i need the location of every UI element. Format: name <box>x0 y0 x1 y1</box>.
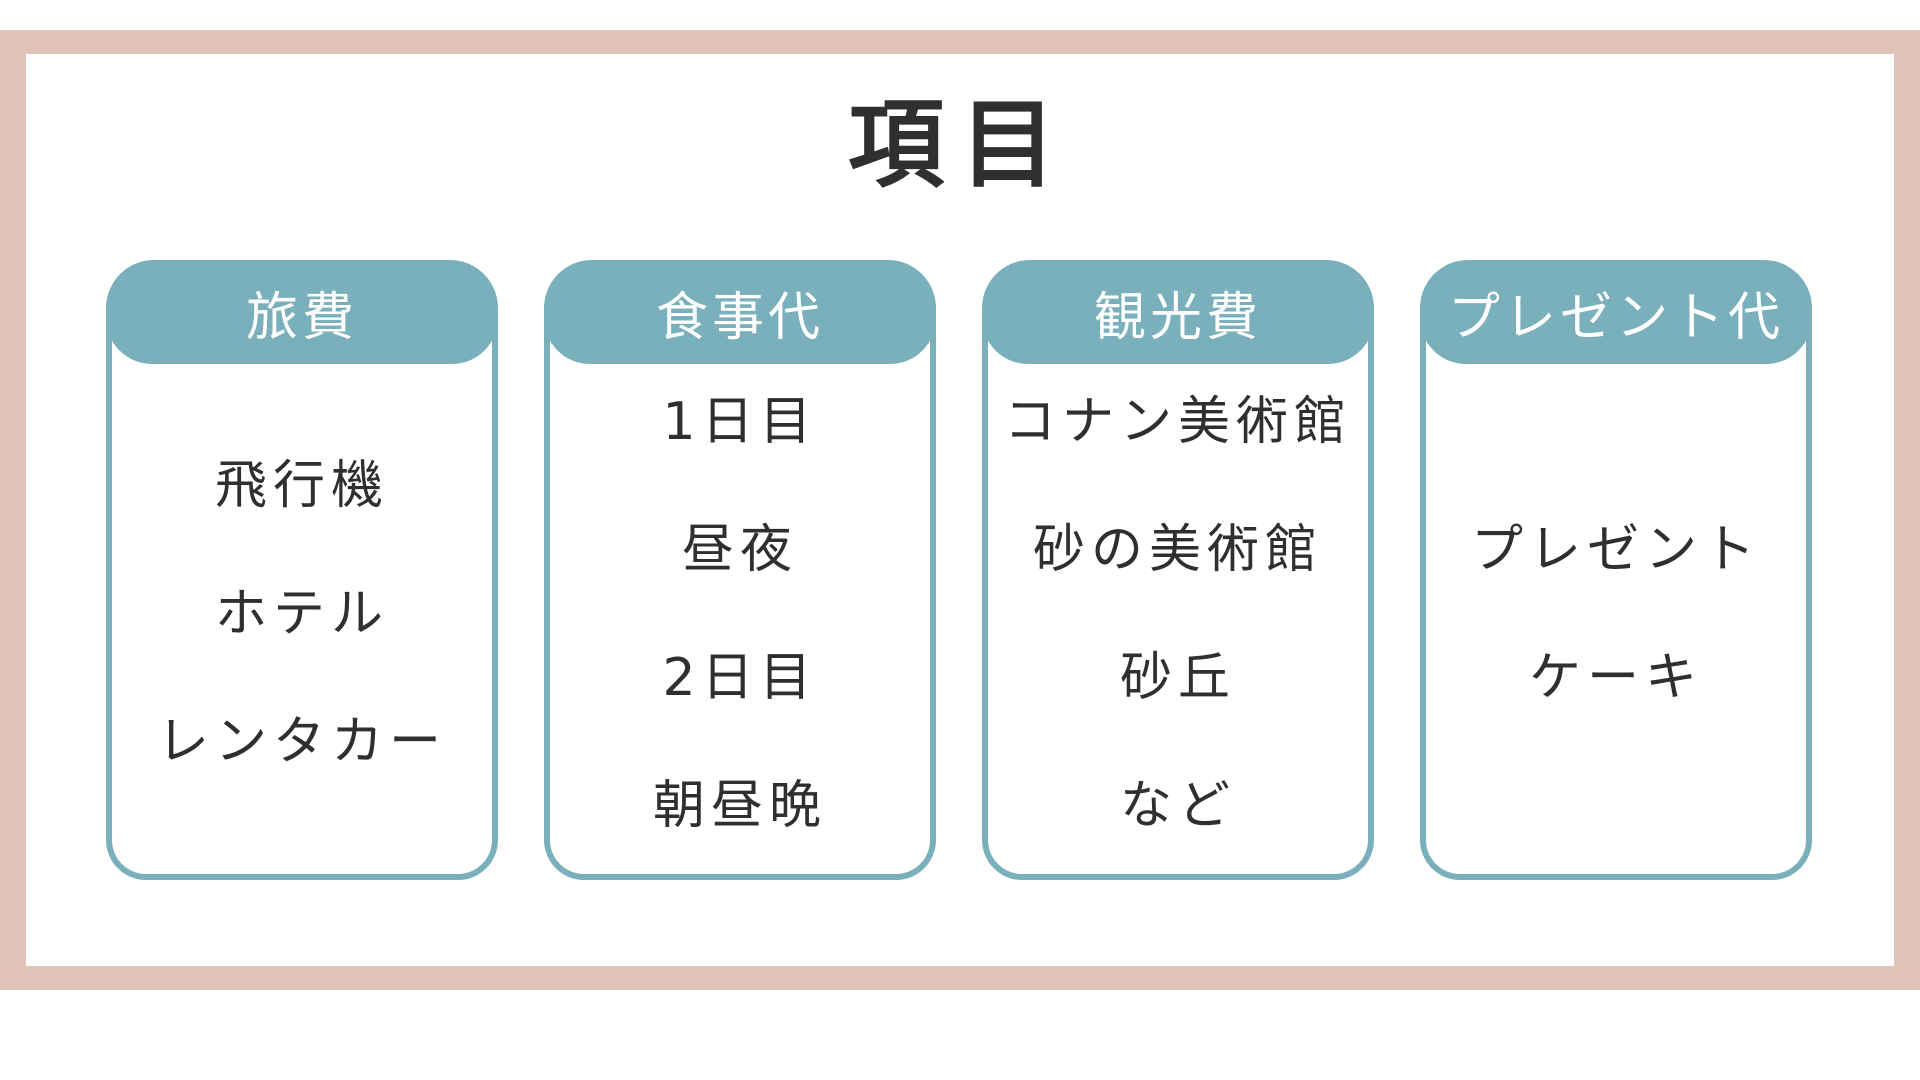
card-items: 1日目 昼夜 2日目 朝昼晩 <box>550 364 930 864</box>
list-item: 1日目 <box>662 392 818 452</box>
card-items: 飛行機 ホテル レンタカー <box>112 364 492 864</box>
card-sightseeing: 観光費 コナン美術館 砂の美術館 砂丘 など <box>982 260 1374 880</box>
list-item: ホテル <box>214 584 389 644</box>
list-item: ケーキ <box>1528 648 1703 708</box>
list-item: プレゼント <box>1470 520 1761 580</box>
card-meals: 食事代 1日目 昼夜 2日目 朝昼晩 <box>544 260 936 880</box>
card-header: 食事代 <box>544 260 936 364</box>
list-item: 砂丘 <box>1119 648 1236 708</box>
card-body <box>982 310 1374 880</box>
list-item: コナン美術館 <box>1003 392 1352 452</box>
list-item: 飛行機 <box>214 456 389 516</box>
card-gifts: プレゼント代 プレゼント ケーキ <box>1420 260 1812 880</box>
card-header: 旅費 <box>106 260 498 364</box>
list-item: 砂の美術館 <box>1032 520 1323 580</box>
card-travel: 旅費 飛行機 ホテル レンタカー <box>106 260 498 880</box>
list-item: レンタカー <box>156 712 447 772</box>
card-header: 観光費 <box>982 260 1374 364</box>
category-cards: 旅費 飛行機 ホテル レンタカー 食事代 1日目 昼夜 2日目 朝昼晩 観光費 … <box>106 260 1814 880</box>
list-item: 昼夜 <box>681 520 798 580</box>
card-body <box>544 310 936 880</box>
card-items: コナン美術館 砂の美術館 砂丘 など <box>988 364 1368 864</box>
card-items: プレゼント ケーキ <box>1426 364 1806 864</box>
list-item: など <box>1119 776 1236 836</box>
card-header: プレゼント代 <box>1420 260 1812 364</box>
page-title: 項目 <box>848 89 1072 201</box>
card-body <box>1420 310 1812 880</box>
list-item: 2日目 <box>662 648 818 708</box>
card-body <box>106 310 498 880</box>
list-item: 朝昼晩 <box>652 776 827 836</box>
